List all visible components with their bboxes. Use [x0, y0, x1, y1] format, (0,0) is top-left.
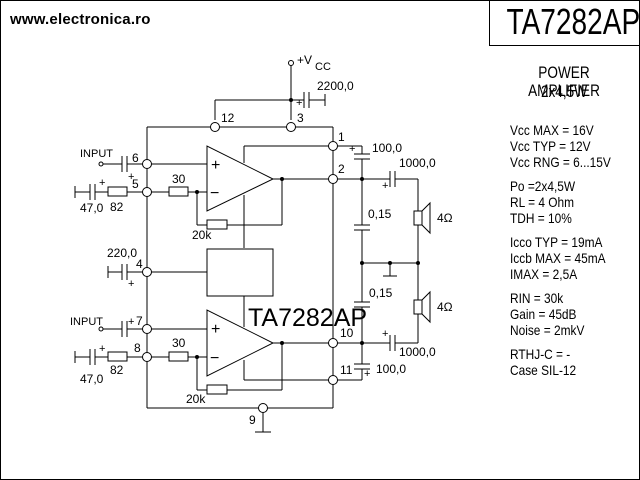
spec-rl: RL = 4 Ohm — [510, 194, 575, 210]
c-zobel-bottom-label: 0,15 — [369, 286, 393, 300]
r-fb-top — [107, 186, 128, 197]
spec-rin: RIN = 30k — [510, 290, 564, 306]
pin-12-label: 12 — [221, 111, 235, 125]
opamp-bottom — [206, 309, 275, 377]
pin-7-label: 7 — [136, 314, 143, 328]
r-in-bottom-label: 30 — [172, 336, 186, 350]
c-fb-bottom-plus: + — [99, 343, 105, 355]
pin-2 — [328, 174, 338, 184]
c-fb-bottom-label: 47,0 — [80, 372, 104, 386]
c-supply-label: 2200,0 — [317, 79, 354, 93]
r-feedback-bottom-label: 20k — [186, 392, 206, 406]
c-ripple-plus: + — [128, 278, 134, 290]
speaker-top-label: 4Ω — [437, 211, 453, 225]
pin-8 — [142, 352, 152, 362]
input-top-terminal[interactable] — [98, 161, 104, 167]
c-ripple-label: 220,0 — [107, 246, 137, 260]
vcc-terminal — [288, 60, 294, 66]
vcc-label: +V — [297, 53, 312, 67]
c-bootstrap-bottom-plus: + — [364, 368, 370, 380]
pin-5-label: 5 — [132, 177, 139, 191]
vcc-supply — [214, 60, 326, 120]
opamp-top-plus: + — [211, 157, 220, 174]
c-out-top-plus: + — [382, 180, 388, 192]
c-fb-top-plus: + — [99, 177, 105, 189]
speaker-bottom — [413, 290, 431, 324]
c-bootstrap-top-plus: + — [349, 143, 355, 155]
c-out-bottom-plus: + — [382, 328, 388, 340]
opamp-top — [206, 145, 275, 212]
pin-3-label: 3 — [297, 111, 304, 125]
chip-label: TA7282AP — [248, 304, 367, 332]
spec-gain: Gain = 45dB — [510, 306, 577, 322]
spec-icco-typ: Icco TYP = 19mA — [510, 234, 603, 250]
pin-1 — [328, 141, 338, 151]
r-in-top-label: 30 — [172, 172, 186, 186]
r-fb-bottom — [107, 351, 128, 362]
subtitle-line1: POWER AMPLIFIER — [528, 63, 600, 100]
r-in-top — [168, 186, 189, 197]
spec-thd: TDH = 10% — [510, 210, 572, 226]
pin-5 — [142, 187, 152, 197]
spec-rthjc: RTHJ-C = - — [510, 346, 571, 362]
spec-case: Case SIL-12 — [510, 362, 577, 378]
pin-4-label: 4 — [136, 257, 143, 271]
spec-noise: Noise = 2mkV — [510, 322, 585, 338]
r-feedback-bottom — [206, 384, 228, 395]
ripple-filter-block — [206, 248, 274, 297]
subtitle-line2: 2x4,5W — [540, 82, 588, 101]
pin-3 — [286, 122, 296, 132]
r-fb-bottom-label: 82 — [110, 363, 124, 377]
pin-11-label: 11 — [340, 363, 353, 377]
c-zobel-top-label: 0,15 — [368, 207, 392, 221]
spec-vcc-max: Vcc MAX = 16V — [510, 122, 594, 138]
spec-vcc-rng: Vcc RNG = 6...15V — [510, 154, 611, 170]
speaker-bottom-label: 4Ω — [437, 300, 453, 314]
pin-2-label: 2 — [338, 162, 345, 176]
title-box: TA7282AP — [489, 0, 640, 46]
c-out-bottom-label: 1000,0 — [399, 345, 436, 359]
pin-11 — [328, 375, 338, 385]
pin-1-label: 1 — [338, 130, 345, 144]
pin-7 — [142, 324, 152, 334]
input-bottom-label: INPUT — [70, 316, 103, 328]
c-fb-top-label: 47,0 — [80, 201, 104, 215]
pin-6-label: 6 — [132, 151, 139, 165]
r-feedback-top-label: 20k — [192, 228, 212, 242]
c-bootstrap-top-label: 100,0 — [372, 141, 402, 155]
spec-list: Vcc MAX = 16V Vcc TYP = 12V Vcc RNG = 6.… — [510, 122, 629, 378]
input-top-label: INPUT — [80, 148, 113, 160]
input-bottom-plus: + — [128, 316, 134, 328]
input-bottom-terminal[interactable] — [98, 326, 104, 332]
site-url: www.electronica.ro — [10, 11, 151, 28]
opamp-bottom-minus: − — [210, 350, 219, 367]
c-bootstrap-bottom-label: 100,0 — [376, 362, 406, 376]
vcc-sub: CC — [315, 61, 331, 73]
r-in-bottom — [168, 351, 189, 362]
speaker-top — [413, 201, 431, 235]
r-fb-top-label: 82 — [110, 200, 124, 214]
spec-imax: IMAX = 2,5A — [510, 266, 578, 282]
opamp-bottom-plus: + — [211, 321, 220, 338]
pin-9-label: 9 — [249, 413, 256, 427]
input-top-plus: + — [128, 171, 134, 183]
pin-9 — [258, 403, 268, 413]
c-supply-plus: + — [296, 97, 302, 109]
pin-8-label: 8 — [134, 341, 141, 355]
c-out-top-label: 1000,0 — [399, 156, 436, 170]
pin-6 — [142, 159, 152, 169]
chip-title: TA7282AP — [506, 1, 640, 42]
spec-iccb-max: Iccb MAX = 45mA — [510, 250, 606, 266]
spec-vcc-typ: Vcc TYP = 12V — [510, 138, 591, 154]
pin-4 — [142, 267, 152, 277]
spec-po: Po =2x4,5W — [510, 178, 576, 194]
pin-12 — [210, 122, 220, 132]
opamp-top-minus: − — [210, 185, 219, 202]
pin-10-label: 10 — [340, 326, 354, 340]
pin-10 — [328, 338, 338, 348]
